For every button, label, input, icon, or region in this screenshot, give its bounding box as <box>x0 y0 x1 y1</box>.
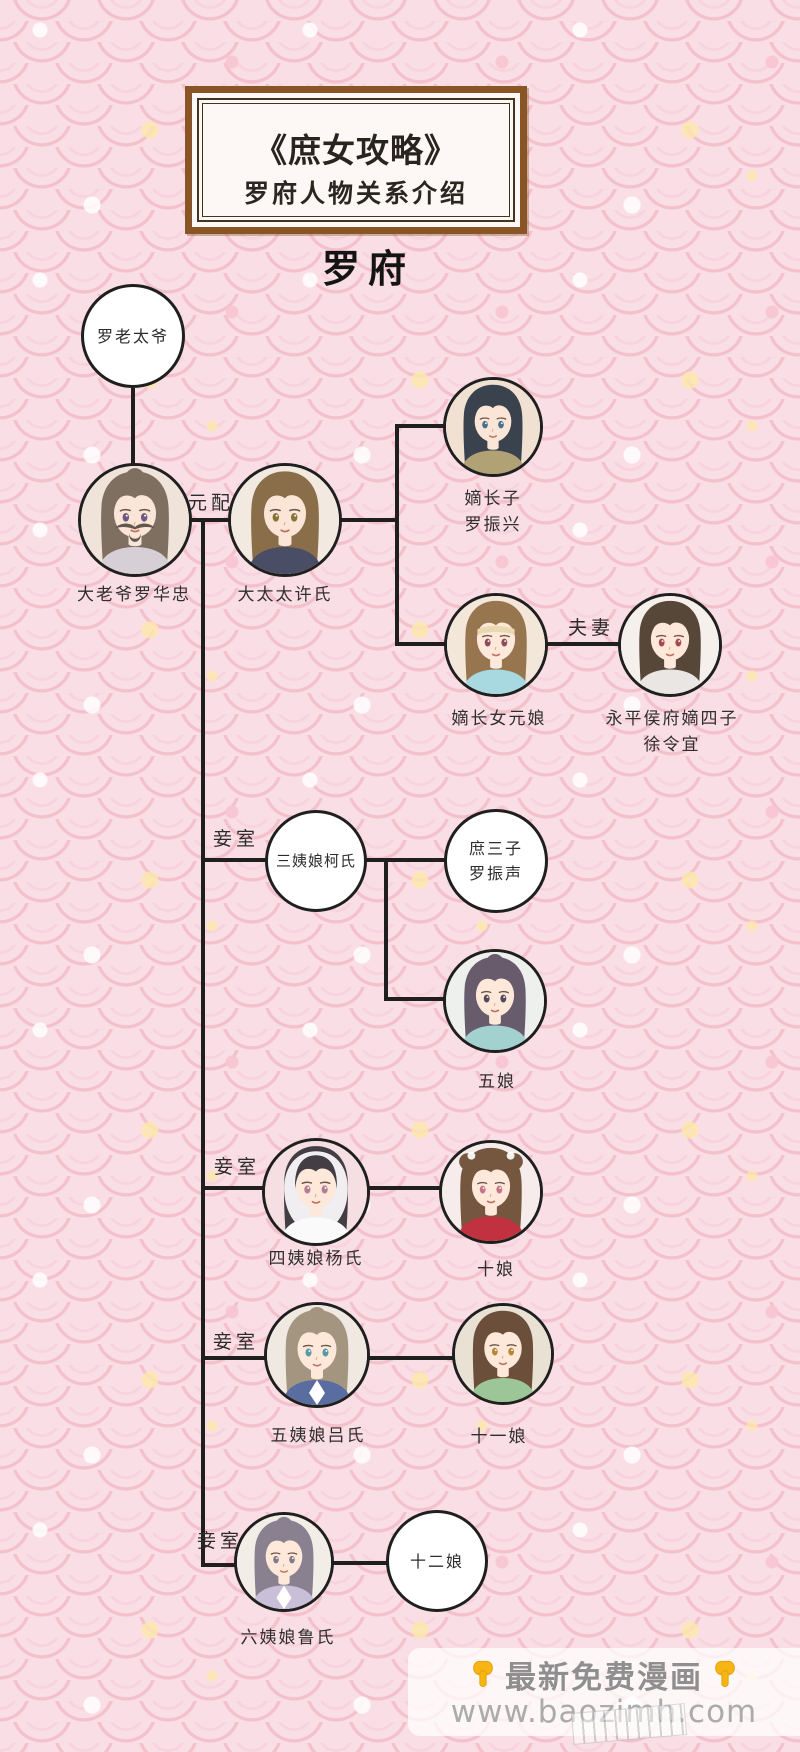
tree-line <box>384 858 388 1001</box>
title-box: 《庶女攻略》 罗府人物关系介绍 <box>185 86 527 234</box>
watermark-row1: 最新免费漫画 <box>408 1654 800 1696</box>
portrait-di-zhangnv <box>444 593 548 697</box>
tree-line <box>395 424 445 428</box>
node-shier-niang: 十二娘 <box>386 1510 488 1612</box>
pointing-down-hand-icon <box>715 1660 735 1688</box>
portrait-liu-yiniang <box>234 1512 334 1612</box>
node-shu-sanzi-line1: 庶三子 <box>468 839 523 858</box>
node-shu-sanzi: 庶三子 罗振声 <box>444 809 548 913</box>
tree-line <box>201 518 205 1567</box>
tree-line <box>395 424 399 646</box>
family-heading: 罗府 <box>321 246 415 291</box>
portrait-wu-yiniang <box>264 1302 370 1408</box>
label-di-zhangzi-line1: 嫡长子 <box>464 489 522 509</box>
edge-label-concubine-2: 妾室 <box>213 1156 261 1178</box>
tree-line <box>201 1186 264 1190</box>
portrait-shi-niang <box>439 1140 543 1244</box>
series-title: 《庶女攻略》 <box>254 131 458 170</box>
edge-label-couple: 夫妻 <box>567 617 615 639</box>
label-liu-yiniang: 六姨娘鲁氏 <box>240 1628 336 1648</box>
tree-line <box>190 518 230 522</box>
tree-line <box>131 388 135 466</box>
edge-label-first-wife: 元配 <box>187 492 235 514</box>
label-shiyi-niang: 十一娘 <box>470 1427 528 1447</box>
node-san-yiniang-label: 三姨娘柯氏 <box>275 851 356 870</box>
pointing-down-hand-icon <box>473 1660 493 1688</box>
portrait-shiyi-niang <box>452 1303 554 1405</box>
node-patriarch: 罗老太爷 <box>81 284 185 388</box>
label-di-zhangzi: 嫡长子 罗振兴 <box>465 486 522 538</box>
label-wu-yiniang: 五姨娘吕氏 <box>270 1426 366 1446</box>
portrait-wu-niang <box>443 949 547 1053</box>
edge-label-concubine-4: 妾室 <box>196 1530 244 1552</box>
edge-label-concubine-3: 妾室 <box>212 1331 260 1353</box>
node-shu-sanzi-label: 庶三子 罗振声 <box>469 836 523 886</box>
portrait-da-taitai <box>228 463 342 577</box>
watermark-banner: 最新免费漫画 www.baozimh.com <box>408 1648 800 1736</box>
label-shi-niang: 十娘 <box>477 1260 515 1280</box>
portrait-xu-lingyi <box>618 593 722 697</box>
label-di-zhangzi-line2: 罗振兴 <box>464 515 522 535</box>
tree-line <box>368 1186 442 1190</box>
tree-line <box>201 1356 266 1360</box>
label-xu-lingyi-line1: 永平侯府嫡四子 <box>605 709 739 729</box>
tree-line <box>340 518 399 522</box>
label-da-taitai: 大太太许氏 <box>237 585 333 605</box>
edge-label-concubine-1: 妾室 <box>212 828 260 850</box>
tree-line <box>365 858 447 862</box>
node-shu-sanzi-line2: 罗振声 <box>468 864 523 883</box>
portrait-da-laoye <box>78 463 192 577</box>
node-san-yiniang: 三姨娘柯氏 <box>265 810 367 912</box>
label-wu-niang: 五娘 <box>478 1072 516 1092</box>
label-xu-lingyi-line2: 徐令宜 <box>643 735 701 755</box>
portrait-di-zhangzi <box>443 377 543 477</box>
label-xu-lingyi: 永平侯府嫡四子 徐令宜 <box>606 706 739 758</box>
tree-line <box>395 642 446 646</box>
tree-line <box>368 1356 456 1360</box>
tree-line <box>330 1561 390 1565</box>
label-si-yiniang: 四姨娘杨氏 <box>268 1249 364 1269</box>
tree-line <box>201 858 267 862</box>
watermark-text: 最新免费漫画 <box>505 1659 703 1696</box>
label-di-zhangnv: 嫡长女元娘 <box>451 709 547 729</box>
node-shier-niang-label: 十二娘 <box>409 1551 464 1571</box>
portrait-si-yiniang <box>262 1138 370 1246</box>
tree-line <box>201 1563 237 1567</box>
tree-line <box>547 642 619 646</box>
title-subtitle: 罗府人物关系介绍 <box>243 179 468 208</box>
node-patriarch-label: 罗老太爷 <box>96 326 169 346</box>
label-da-laoye: 大老爷罗华忠 <box>77 585 191 605</box>
title-frame: 《庶女攻略》 罗府人物关系介绍 <box>197 98 515 222</box>
tree-line <box>384 997 446 1001</box>
